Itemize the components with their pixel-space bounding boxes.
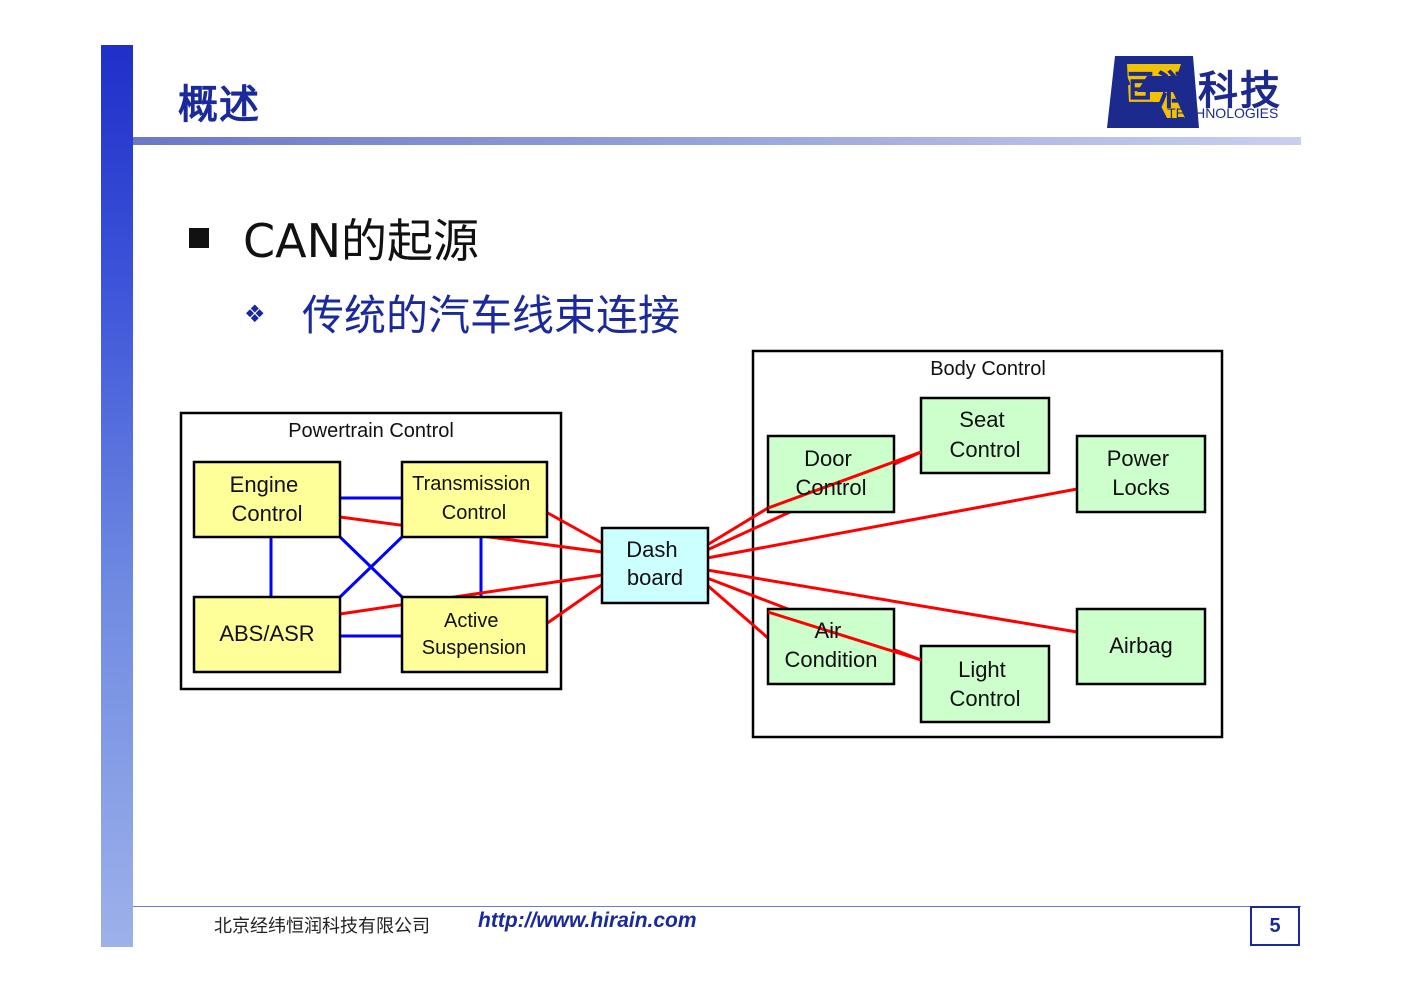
body-nodes [766, 396, 1207, 724]
heading: CAN的起源 [243, 214, 479, 268]
power-locks-box [1075, 434, 1207, 514]
seat-control-label: Seat Control [950, 407, 1021, 462]
footer-divider [133, 906, 1301, 907]
hirain-logo-icon [1107, 56, 1199, 128]
subheading: 传统的汽车线束连接 [302, 291, 681, 340]
logo-text-cn: 恒润科技 [1114, 68, 1282, 114]
abs-asr-box [192, 595, 342, 674]
airbag-box [1075, 607, 1207, 686]
body-group-label: Body Control [930, 358, 1046, 380]
active-suspension-label: Active Suspension [422, 610, 527, 659]
door-control-label: Door Control [796, 446, 867, 500]
slide-title: 概述 [178, 82, 260, 128]
blue-wires [269, 496, 483, 638]
light-control-box [919, 644, 1051, 724]
red-wires-overlay [767, 450, 922, 662]
powertrain-nodes [192, 460, 549, 674]
seat-control-box [919, 396, 1051, 475]
page-number: 5 [1250, 906, 1300, 946]
light-control-label: Light Control [950, 657, 1021, 711]
dashboard-box [600, 526, 710, 605]
logo-text-en: HIRAIN TECHNOLOGIES [1116, 105, 1279, 121]
abs-asr-label: ABS/ASR [219, 621, 314, 646]
title-divider [133, 137, 1301, 145]
footer-url-link[interactable]: http://www.hirain.com [478, 909, 697, 932]
powertrain-group-label: Powertrain Control [288, 420, 454, 442]
engine-control-label: Engine Control [230, 472, 305, 526]
airbag-label: Airbag [1109, 633, 1173, 658]
left-accent-bar [101, 45, 133, 947]
dashboard-label: Dash board [626, 537, 683, 590]
transmission-control-box [400, 460, 549, 539]
engine-control-box [192, 460, 342, 539]
active-suspension-box [400, 595, 549, 674]
transmission-control-label: Transmission Control [412, 473, 536, 524]
air-condition-label: Air Condition [785, 618, 878, 672]
power-locks-label: Power Locks [1107, 446, 1175, 500]
footer-company: 北京经纬恒润科技有限公司 [214, 916, 430, 937]
diamond-bullet-icon: ❖ [244, 300, 266, 328]
square-bullet-icon [189, 228, 209, 248]
